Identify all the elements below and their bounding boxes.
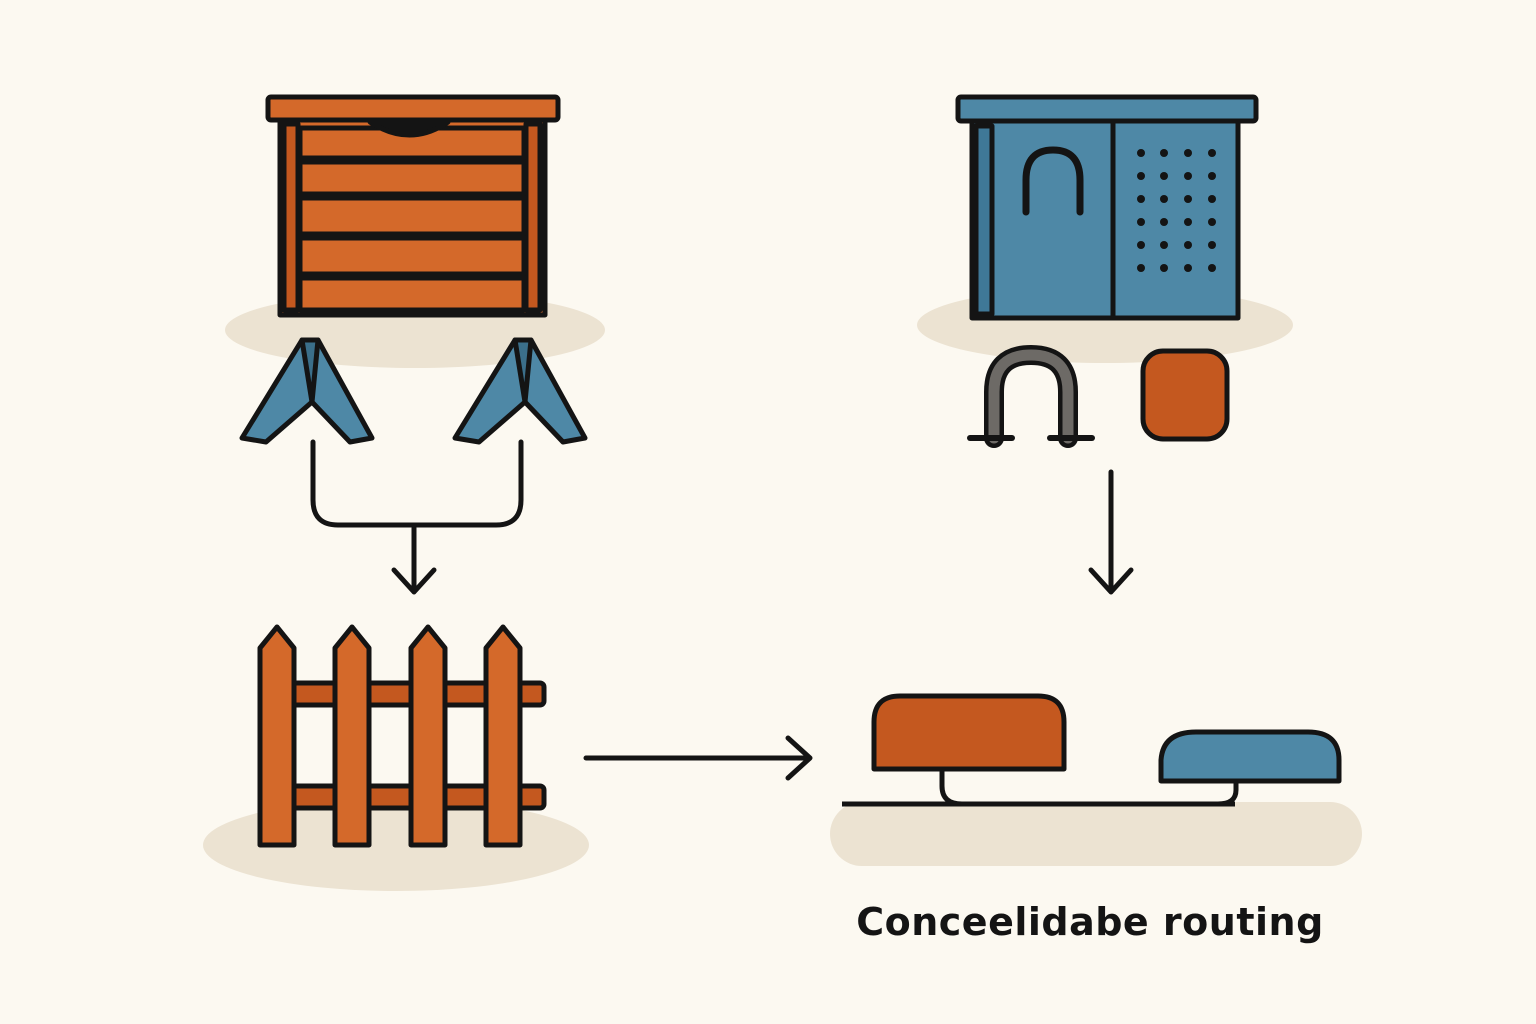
down-arrow-right: [1088, 469, 1134, 595]
right-arrow: [583, 735, 813, 781]
angle-bracket-left-icon: [239, 337, 375, 445]
angle-bracket-right-icon: [452, 337, 588, 445]
wooden-storage-box-icon: [265, 94, 561, 318]
orange-cover-pad: [871, 693, 1067, 772]
down-arrow-left: [391, 525, 437, 595]
low-profile-routing: [842, 693, 1342, 807]
u-clip-icon: [967, 345, 1095, 448]
merge-connector: [310, 439, 524, 528]
picket-fence-icon: [257, 624, 547, 848]
diagram-caption: Conceelidabe routing: [856, 900, 1324, 944]
metal-utility-box-icon: [955, 94, 1259, 321]
rubber-cap-icon: [1140, 348, 1230, 442]
ground-shadow-routing: [830, 802, 1362, 866]
vent-holes: [1137, 149, 1216, 272]
blue-cover-pad: [1158, 729, 1342, 784]
